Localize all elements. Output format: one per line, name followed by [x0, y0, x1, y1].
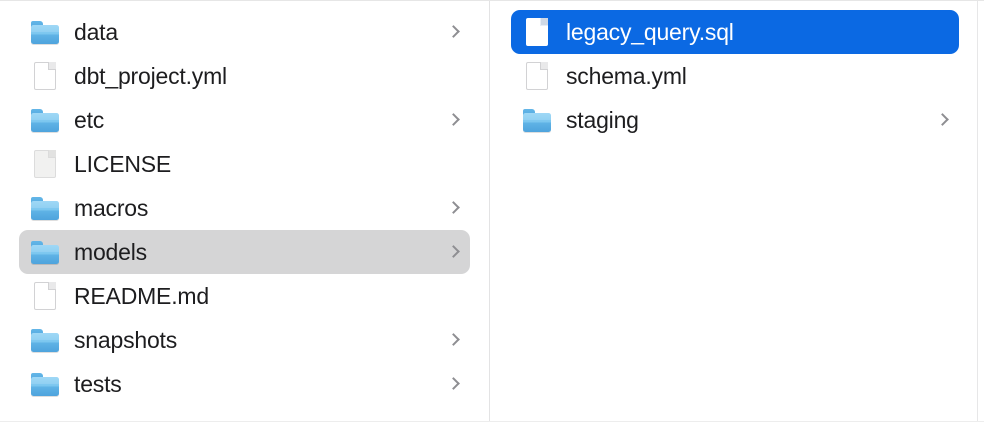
folder-icon	[30, 325, 60, 355]
file-row[interactable]: snapshots	[19, 318, 470, 362]
chevron-spacer	[937, 68, 947, 85]
chevron-right-icon[interactable]	[448, 376, 458, 393]
file-row[interactable]: data	[19, 10, 470, 54]
file-row-label: README.md	[74, 283, 209, 309]
chevron-right-icon[interactable]	[448, 244, 458, 261]
chevron-spacer	[448, 68, 458, 85]
file-row[interactable]: LICENSE	[19, 142, 470, 186]
file-row-label: legacy_query.sql	[566, 19, 734, 45]
folder-icon	[30, 17, 60, 47]
file-row-label: dbt_project.yml	[74, 63, 227, 89]
folder-glyph	[523, 109, 551, 132]
document-fold-corner	[540, 18, 548, 26]
file-row-label: macros	[74, 195, 149, 221]
document-icon	[30, 61, 60, 91]
file-row[interactable]: macros	[19, 186, 470, 230]
document-glyph	[526, 62, 548, 90]
folder-tab	[523, 109, 535, 115]
folder-body	[523, 113, 551, 132]
file-column-secondary[interactable]: legacy_query.sql schema.yml staging	[490, 1, 978, 421]
folder-glyph	[31, 197, 59, 220]
folder-glyph	[31, 329, 59, 352]
file-row-label: data	[74, 19, 118, 45]
document-glyph	[34, 62, 56, 90]
folder-body	[31, 377, 59, 396]
document-icon	[30, 281, 60, 311]
folder-tab	[31, 241, 43, 247]
document-glyph	[34, 150, 56, 178]
document-icon	[522, 61, 552, 91]
folder-tab	[31, 109, 43, 115]
file-row[interactable]: schema.yml	[511, 54, 959, 98]
chevron-right-icon[interactable]	[937, 112, 947, 129]
document-glyph	[526, 18, 548, 46]
folder-icon	[522, 105, 552, 135]
document-fold-corner	[48, 282, 56, 290]
file-row-label: models	[74, 239, 147, 265]
folder-icon	[30, 105, 60, 135]
file-row[interactable]: models	[19, 230, 470, 274]
file-row-label: tests	[74, 371, 122, 397]
folder-glyph	[31, 109, 59, 132]
file-row-label: etc	[74, 107, 105, 133]
folder-icon	[30, 237, 60, 267]
file-row-label: snapshots	[74, 327, 178, 353]
file-row-label: schema.yml	[566, 63, 687, 89]
document-fold-corner	[48, 62, 56, 70]
chevron-right-icon[interactable]	[448, 112, 458, 129]
chevron-spacer	[937, 24, 947, 41]
file-row[interactable]: staging	[511, 98, 959, 142]
document-plain-icon	[30, 149, 60, 179]
folder-tab	[31, 373, 43, 379]
folder-body	[31, 245, 59, 264]
file-row[interactable]: legacy_query.sql	[511, 10, 959, 54]
document-icon	[522, 17, 552, 47]
file-row-label: staging	[566, 107, 639, 133]
folder-tab	[31, 21, 43, 27]
folder-glyph	[31, 373, 59, 396]
folder-icon	[30, 369, 60, 399]
file-row[interactable]: README.md	[19, 274, 470, 318]
file-row[interactable]: tests	[19, 362, 470, 406]
folder-body	[31, 113, 59, 132]
folder-icon	[30, 193, 60, 223]
folder-tab	[31, 197, 43, 203]
file-row[interactable]: dbt_project.yml	[19, 54, 470, 98]
chevron-right-icon[interactable]	[448, 332, 458, 349]
chevron-spacer	[448, 288, 458, 305]
folder-glyph	[31, 241, 59, 264]
chevron-right-icon[interactable]	[448, 200, 458, 217]
folder-body	[31, 25, 59, 44]
folder-body	[31, 333, 59, 352]
chevron-right-icon[interactable]	[448, 24, 458, 41]
document-glyph	[34, 282, 56, 310]
chevron-spacer	[448, 156, 458, 173]
file-row[interactable]: etc	[19, 98, 470, 142]
folder-glyph	[31, 21, 59, 44]
folder-body	[31, 201, 59, 220]
file-row-label: LICENSE	[74, 151, 172, 177]
document-fold-corner	[540, 62, 548, 70]
document-fold-corner	[48, 150, 56, 158]
folder-tab	[31, 329, 43, 335]
